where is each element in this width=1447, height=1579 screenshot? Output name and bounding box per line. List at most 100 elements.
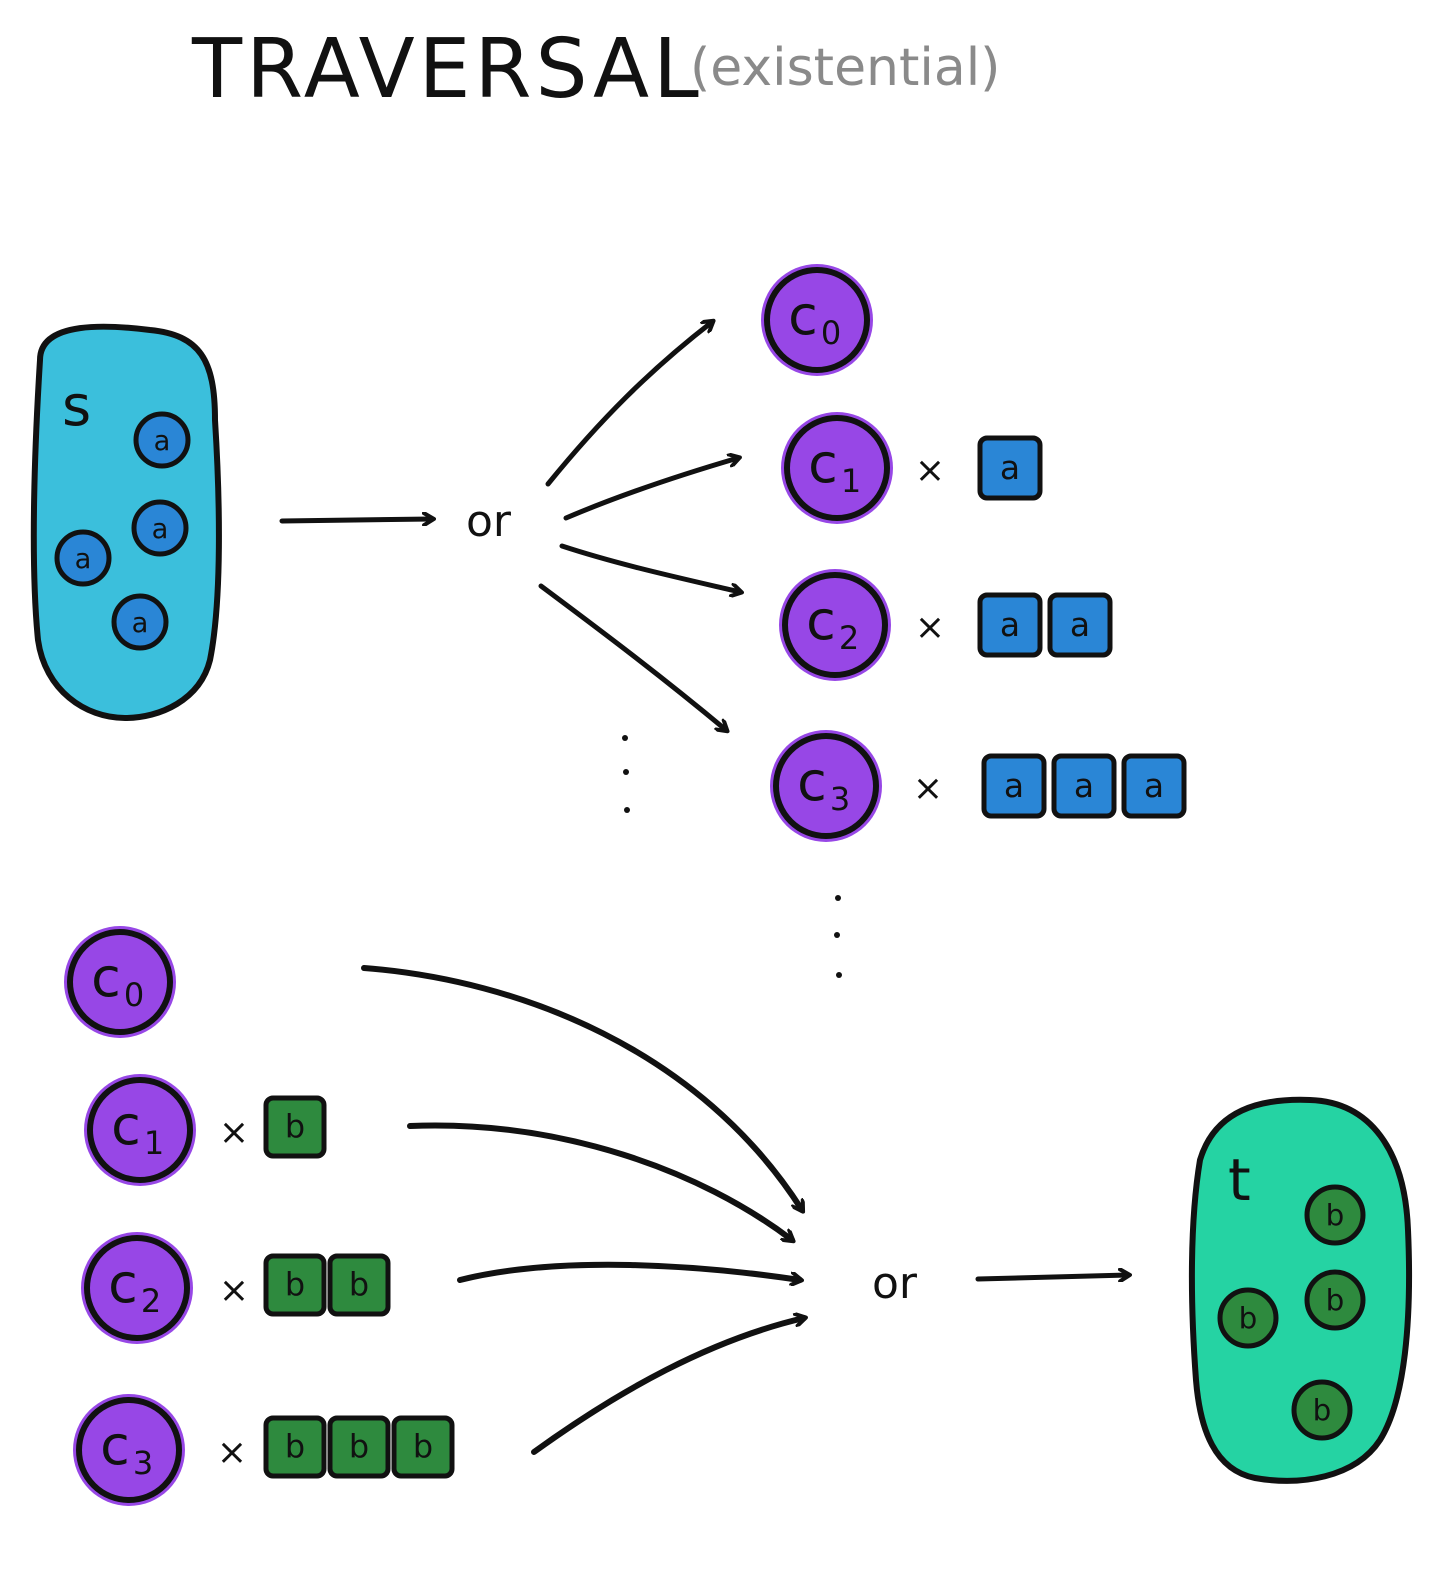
target-item-b: b	[1291, 1379, 1353, 1441]
target-items: b b b b	[1217, 1184, 1366, 1441]
top-item-a-label: a	[1074, 766, 1094, 805]
arrow-s-to-or	[279, 519, 432, 521]
bottom-constructor-c0-subscript: 0	[124, 976, 144, 1014]
top-item-a: a	[1121, 753, 1187, 819]
target-label: t	[1228, 1146, 1251, 1214]
times-sign: ×	[915, 450, 945, 491]
arrow-c0-to-or	[361, 965, 802, 1210]
source-label: s	[62, 374, 91, 439]
top-or-label: or	[466, 496, 512, 547]
ellipsis-top-right	[834, 895, 842, 978]
bottom-constructor-c1-subscript: 1	[144, 1124, 164, 1162]
bottom-item-b: b	[263, 1095, 327, 1159]
target-item-b: b	[1304, 1184, 1366, 1246]
arrow-or-to-c0	[545, 322, 712, 487]
top-constructor-c1-subscript: 1	[841, 462, 861, 500]
bottom-or-label: or	[872, 1258, 918, 1309]
top-constructor-c1-letter: c	[808, 432, 838, 495]
target-item-b-label: b	[1313, 1394, 1332, 1428]
bottom-constructor-c0-letter: c	[91, 946, 121, 1009]
source-blob: s	[30, 323, 222, 722]
bottom-item-b: b	[263, 1253, 327, 1317]
top-constructor-c3-subscript: 3	[830, 780, 850, 818]
arrow-or-to-c3	[538, 583, 726, 730]
top-item-a-label: a	[1004, 766, 1024, 805]
bottom-item-b: b	[391, 1415, 455, 1479]
arrow-c3-to-or	[531, 1318, 804, 1455]
top-item-a-label: a	[1000, 448, 1020, 487]
top-constructor-c2-letter: c	[806, 589, 836, 652]
top-item-a-label: a	[1144, 766, 1164, 805]
source-item-a: a	[131, 499, 189, 557]
top-item-a: a	[977, 435, 1043, 501]
source-item-a-label: a	[75, 544, 92, 575]
bottom-item-b: b	[327, 1253, 391, 1317]
bottom-constructor-c3-letter: c	[100, 1414, 130, 1477]
source-item-a-label: a	[132, 608, 149, 639]
target-item-b: b	[1217, 1287, 1279, 1349]
target-item-b-label: b	[1239, 1302, 1258, 1336]
times-sign: ×	[915, 607, 945, 648]
top-constructor-c0-letter: c	[788, 284, 818, 347]
arrow-or-to-c1	[563, 458, 738, 521]
arrow-c2-to-or	[457, 1261, 800, 1280]
top-item-a-label: a	[1070, 605, 1090, 644]
bottom-item-b-label: b	[413, 1427, 433, 1465]
bottom-constructor-c3-subscript: 3	[133, 1444, 153, 1482]
times-sign: ×	[913, 768, 943, 809]
source-items: a a a a	[54, 411, 191, 651]
top-item-a-label: a	[1000, 605, 1020, 644]
bottom-item-b: b	[327, 1415, 391, 1479]
bottom-item-b-label: b	[349, 1427, 369, 1465]
bottom-constructor-c2-subscript: 2	[141, 1282, 161, 1320]
bottom-constructor-c1-letter: c	[111, 1094, 141, 1157]
source-item-a-label: a	[154, 426, 171, 457]
bottom-constructor-c2-letter: c	[108, 1252, 138, 1315]
arrow-or-to-t	[975, 1275, 1128, 1279]
bottom-item-b-label: b	[349, 1265, 369, 1303]
diagram-title: TRAVERSAL	[192, 22, 703, 117]
source-item-a-label: a	[152, 514, 169, 545]
target-item-b: b	[1304, 1269, 1366, 1331]
bottom-item-b: b	[263, 1415, 327, 1479]
arrow-or-to-c2	[559, 543, 740, 592]
bottom-item-b-label: b	[285, 1265, 305, 1303]
top-constructor-c0-subscript: 0	[821, 314, 841, 352]
top-item-a: a	[1051, 753, 1117, 819]
source-item-a: a	[111, 593, 169, 651]
arrow-c1-to-or	[407, 1122, 792, 1240]
source-item-a: a	[133, 411, 191, 469]
target-item-b-label: b	[1326, 1199, 1345, 1233]
target-item-b-label: b	[1326, 1284, 1345, 1318]
diagram-subtitle: (existential)	[690, 38, 1001, 98]
times-sign: ×	[219, 1112, 249, 1153]
source-item-a: a	[54, 529, 112, 587]
top-item-a: a	[1047, 592, 1113, 658]
top-constructor-c2-subscript: 2	[839, 619, 859, 657]
top-constructor-c3-letter: c	[797, 750, 827, 813]
ellipsis-top-left	[622, 735, 630, 813]
times-sign: ×	[219, 1270, 249, 1311]
bottom-item-b-label: b	[285, 1427, 305, 1465]
top-item-a: a	[977, 592, 1043, 658]
bottom-item-b-label: b	[285, 1107, 305, 1145]
top-item-a: a	[981, 753, 1047, 819]
times-sign: ×	[217, 1432, 247, 1473]
